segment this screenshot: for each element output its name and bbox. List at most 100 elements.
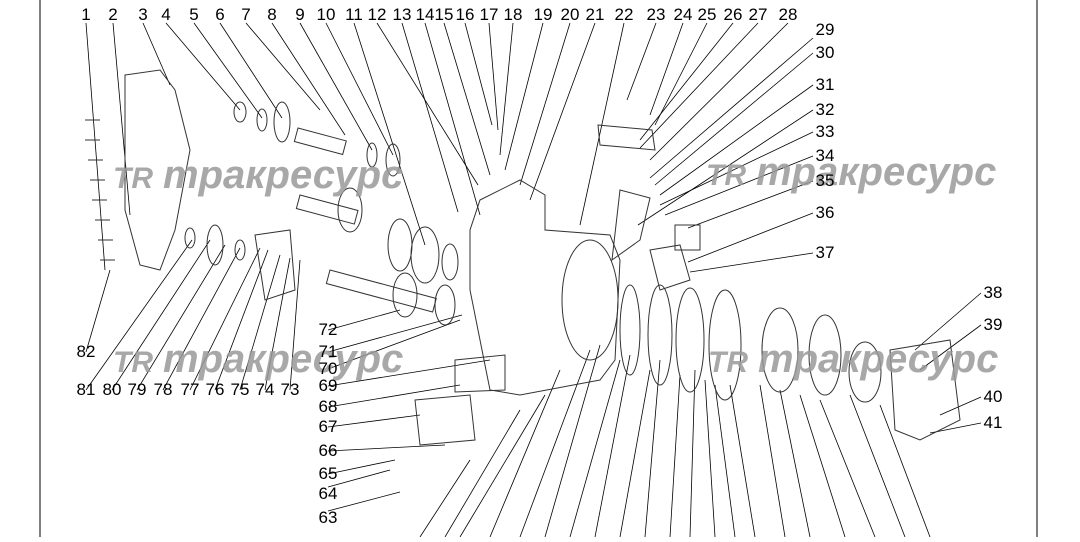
callout-24: 24 (674, 5, 693, 24)
leader-bottom-13 (714, 384, 736, 538)
gear-11b (410, 226, 440, 284)
clutch-disc-1 (619, 284, 641, 376)
leader-67 (327, 414, 421, 428)
leader-40 (939, 396, 982, 416)
svg-text:тракресурс: тракресурс (163, 153, 403, 197)
leader-26 (639, 22, 734, 141)
gear-6 (273, 101, 291, 143)
shaft (295, 194, 359, 225)
callout-31: 31 (816, 75, 835, 94)
leader-30 (654, 52, 814, 186)
leader-bottom-20 (879, 404, 931, 538)
leader-bottom-8 (619, 369, 651, 538)
callout-70: 70 (319, 359, 338, 378)
leader-22 (579, 22, 625, 226)
svg-text:TR: TR (706, 159, 746, 192)
gear-73 (434, 284, 456, 326)
leader-78 (162, 247, 241, 391)
cover-gasket (124, 69, 191, 271)
leader-82 (85, 269, 111, 353)
callout-27: 27 (749, 5, 768, 24)
callout-39: 39 (984, 315, 1003, 334)
leader-35 (687, 180, 814, 229)
callout-76: 76 (206, 380, 225, 399)
leader-80 (111, 239, 211, 391)
leader-25 (654, 22, 708, 126)
pump-body (254, 229, 296, 301)
leader-4 (165, 22, 241, 111)
leader-bottom-5 (544, 344, 601, 538)
callout-38: 38 (984, 283, 1003, 302)
callout-65: 65 (319, 464, 338, 483)
cover-36 (649, 244, 691, 291)
leader-24 (649, 22, 684, 116)
clutch-disc-2 (647, 284, 673, 386)
callout-8: 8 (267, 5, 276, 24)
callout-80: 80 (103, 380, 122, 399)
gear-38 (848, 341, 882, 403)
callout-37: 37 (816, 243, 835, 262)
callout-25: 25 (698, 5, 717, 24)
leader-37 (689, 252, 814, 273)
leader-10 (325, 22, 394, 156)
leader-29 (649, 37, 814, 179)
leader-bottom-15 (759, 384, 786, 538)
leader-34 (664, 155, 814, 216)
bolt-column (85, 119, 115, 261)
callout-23: 23 (647, 5, 666, 24)
tube-32 (611, 189, 651, 262)
leader-75 (239, 254, 281, 391)
leader-2 (112, 22, 131, 216)
gear-72 (392, 272, 418, 318)
callout-34: 34 (816, 146, 835, 165)
gear-11 (387, 218, 413, 272)
leader-18 (499, 22, 514, 156)
callout-11: 11 (345, 5, 363, 24)
callout-6: 6 (215, 5, 224, 24)
leader-70 (327, 319, 461, 370)
callout-33: 33 (816, 122, 835, 141)
leader-bottom-3 (489, 369, 561, 538)
leader-1 (85, 22, 106, 271)
clutch-disc-4 (708, 289, 742, 401)
ring-81 (184, 227, 196, 249)
leader-72 (327, 309, 401, 331)
housing-opening (561, 239, 619, 361)
leader-32 (637, 109, 814, 226)
callout-36: 36 (816, 203, 835, 222)
callout-4: 4 (161, 5, 170, 24)
callout-5: 5 (189, 5, 198, 24)
callout-68: 68 (319, 397, 338, 416)
leader-16 (464, 22, 493, 126)
callout-63: 63 (319, 508, 338, 527)
leader-11 (353, 22, 426, 246)
leader-bottom-16 (779, 389, 811, 538)
callout-2: 2 (108, 5, 117, 24)
callout-35: 35 (816, 171, 835, 190)
leader-79 (136, 244, 226, 391)
callout-21: 21 (586, 5, 605, 24)
watermark-1: TR тракресурс (113, 153, 403, 197)
cover-69 (454, 354, 506, 393)
callout-22: 22 (615, 5, 634, 24)
callout-82: 82 (77, 342, 96, 361)
svg-text:TR: TR (708, 346, 748, 379)
callout-79: 79 (128, 380, 147, 399)
leader-19 (504, 22, 544, 171)
shaft-8 (293, 127, 347, 156)
callout-14: 14 (416, 5, 435, 24)
callout-69: 69 (319, 376, 338, 395)
callout-18: 18 (504, 5, 523, 24)
callout-30: 30 (816, 43, 835, 62)
leader-bottom-4 (519, 349, 591, 538)
callout-7: 7 (241, 5, 250, 24)
leader-31 (659, 84, 814, 196)
leader-77 (189, 247, 261, 391)
callout-78: 78 (154, 380, 173, 399)
leader-33 (659, 131, 814, 206)
leader-14 (424, 22, 481, 216)
callout-10: 10 (317, 5, 336, 24)
leader-41 (929, 422, 982, 434)
